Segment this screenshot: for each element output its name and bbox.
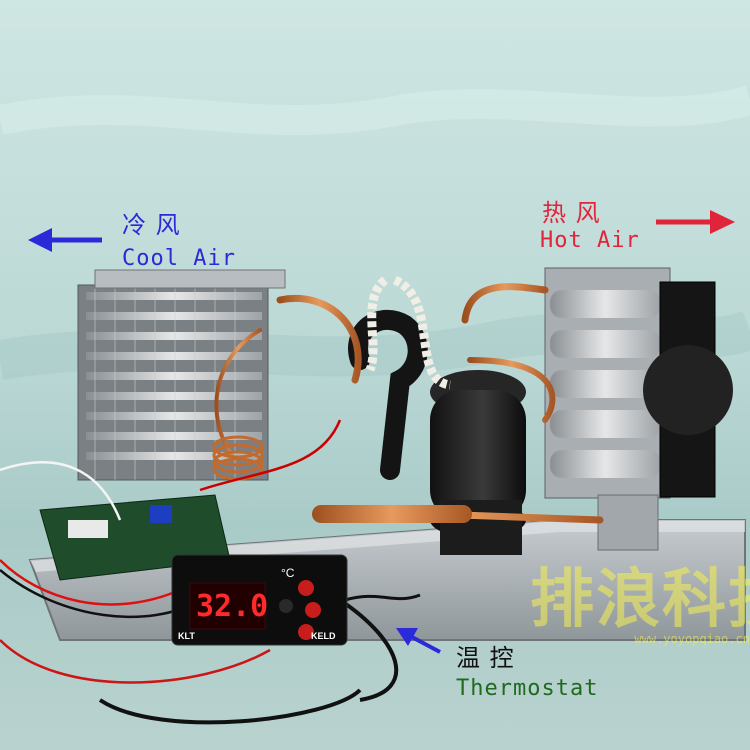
cool-air-label-en: Cool Air [122,246,236,271]
filter-drier [312,505,472,523]
temperature-display: 32.0 [196,589,269,624]
watermark-url: www.yoyopqiao.cn [634,632,750,646]
condenser-with-fan [544,267,733,551]
thermostat-label-en: Thermostat [456,676,599,701]
insulated-pipe [348,310,428,480]
hot-air-arrow [656,210,735,234]
thermostat-arrow [396,628,441,654]
thermostat-label-cn: 温 控 [456,644,515,672]
temperature-unit: °C [281,566,295,580]
controller-brand-left: KLT [178,631,195,641]
hot-air-label-en: Hot Air [540,228,640,253]
controller-brand-right: KELD [311,631,336,641]
watermark-logo: 排浪科技 [530,563,750,628]
cool-air-arrow [28,228,102,252]
cool-air-label-cn: 冷 风 [122,211,181,239]
thermostat-controller [171,554,348,646]
compressor [430,370,526,555]
evaporator-coil [77,269,286,481]
thermostat-label-en-wrap: Thermostat [456,676,598,701]
hot-air-label-cn: 热 风 [542,199,601,227]
